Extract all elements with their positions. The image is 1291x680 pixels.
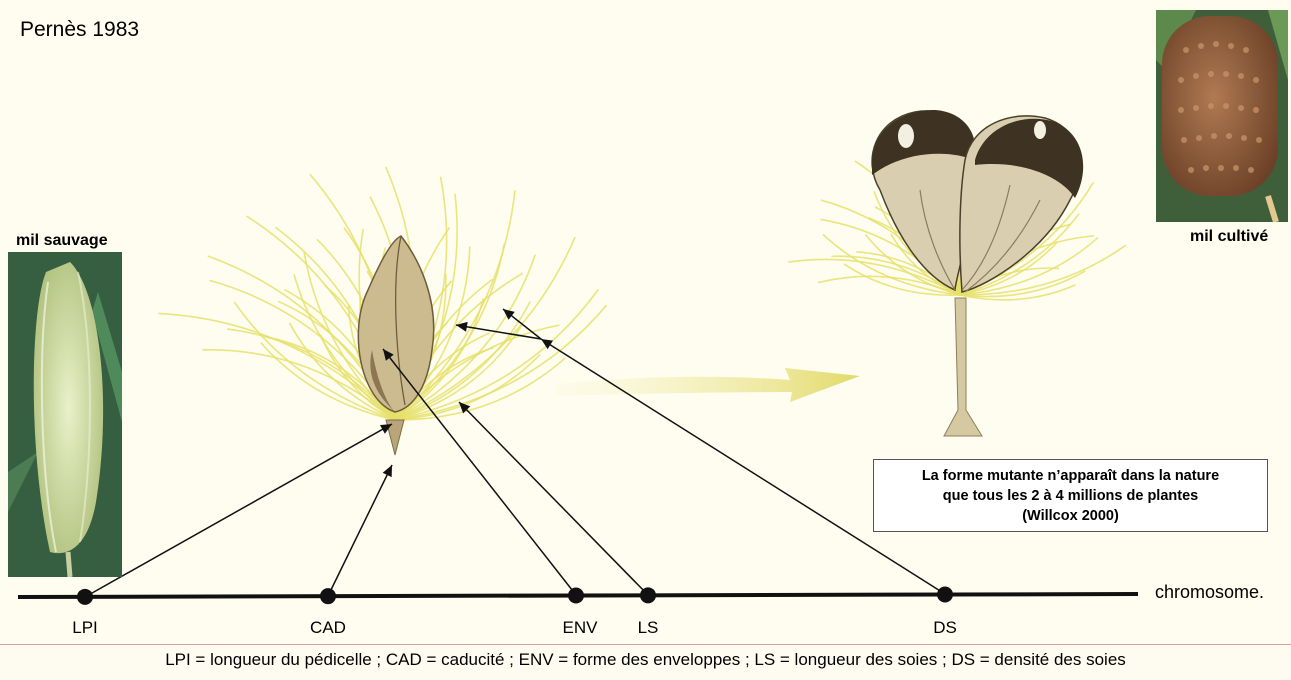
cultivated-millet-photo [1156,10,1288,222]
mutation-frequency-callout: La forme mutante n’apparaît dans la natu… [873,459,1268,532]
chromosome-label: chromosome. [1155,582,1264,603]
callout-line-1: La forme mutante n’apparaît dans la natu… [922,466,1219,486]
wild-spikelet-illustration [158,167,606,455]
gene-label-env: ENV [563,618,598,638]
callout-line-3: (Willcox 2000) [1022,506,1119,526]
gene-label-ls: LS [638,618,659,638]
gene-marker-cad [320,588,336,604]
gene-label-ds: DS [933,618,957,638]
seed-highlight [898,124,914,148]
cultivated-spikelet-illustration [788,110,1125,436]
wild-millet-label: mil sauvage [16,232,108,250]
gene-marker-ds [937,587,953,603]
pointer-env [383,349,576,595]
callout-line-2: que tous les 2 à 4 millions de plantes [943,486,1198,506]
gene-label-lpi: LPI [72,618,98,638]
cultivated-pedicel [944,298,982,436]
gene-label-cad: CAD [310,618,346,638]
legend-text: LPI = longueur du pédicelle ; CAD = cadu… [0,650,1291,670]
transition-arrow [556,368,860,402]
pointer-lpi [85,424,392,597]
wild-millet-photo [8,252,122,577]
gene-marker-env [568,588,584,604]
pointer-cad [328,465,392,596]
cultivated-millet-label: mil cultivé [1190,228,1268,246]
seed-highlight [1034,121,1046,139]
source-citation: Pernès 1983 [20,18,139,42]
pointer-arrows [85,309,945,597]
